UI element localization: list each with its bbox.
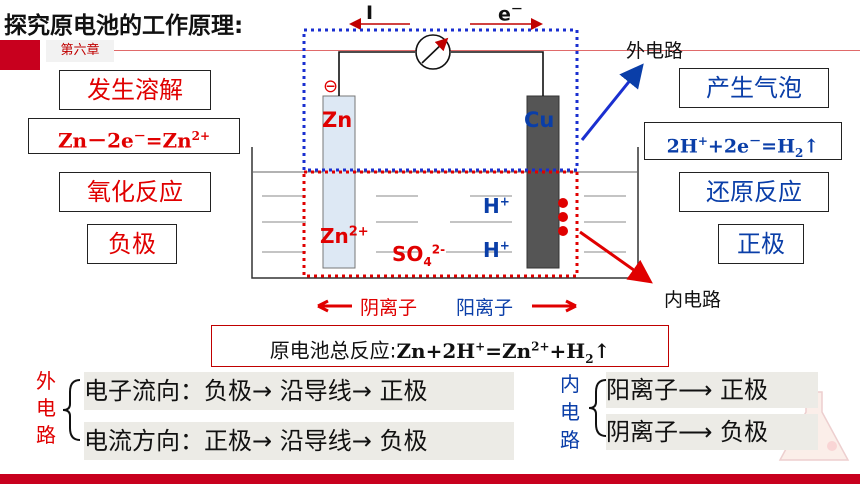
page-title: 探究原电池的工作原理: (4, 13, 244, 39)
oxidation-box: 氧化反应 (59, 172, 211, 212)
copper-electrode (526, 95, 560, 269)
hydrogen-ion-label: H+ (483, 238, 510, 262)
internal-circuit-label: 内电路 (664, 289, 722, 311)
cation-label: 阳离子 (456, 297, 514, 319)
external-brace (62, 379, 81, 441)
zn-ion-label: Zn2+ (320, 224, 369, 248)
long-right-arrow-icon: ⟶ (678, 418, 713, 446)
external-vertical-label: 外 电 路 (36, 369, 56, 447)
bubble (558, 212, 568, 222)
sulfate-ion-label: SO42- (392, 242, 446, 269)
dissolve-box: 发生溶解 (59, 70, 211, 110)
hydrogen-ion-label: H+ (483, 194, 510, 218)
current-label: I (366, 2, 374, 24)
electron-label: e－ (498, 2, 523, 26)
external-circuit-label: 外电路 (626, 40, 684, 62)
anion-label: 阴离子 (360, 297, 418, 319)
zn-label: Zn (322, 108, 353, 132)
cation-flow-row: 阳离子⟶ 正极 (606, 372, 818, 408)
anion-arrow (317, 299, 352, 313)
total-reaction-box: 原电池总反应:Zn+2H+=Zn2++H2↑ (211, 325, 669, 367)
reduction-box: 还原反应 (679, 172, 829, 212)
bubble (558, 198, 568, 208)
zinc-electrode (322, 95, 356, 269)
header-divider (114, 50, 860, 51)
chapter-label: 第六章 (46, 40, 114, 62)
current-flow-row: 电流方向：正极→ 沿导线→ 负极 (84, 422, 514, 460)
right-arrow-icon: → (252, 427, 273, 455)
accent-block (0, 40, 40, 70)
negative-electrode-box: 负极 (87, 224, 177, 264)
galvanometer-needle (421, 37, 449, 64)
right-arrow-icon: → (252, 377, 273, 405)
negative-sign: ⊖ (323, 76, 339, 97)
internal-pointer (579, 230, 653, 284)
hydrogen-half-reaction: 2H++2e－=H2↑ (644, 122, 842, 160)
right-arrow-icon: → (351, 427, 372, 455)
zinc-half-reaction: Zn－2e－=Zn2+ (28, 118, 240, 154)
right-arrow-icon: → (351, 377, 372, 405)
cation-arrow (532, 299, 577, 313)
bubble (558, 226, 568, 236)
positive-electrode-box: 正极 (718, 224, 804, 264)
external-circuit-region (302, 28, 579, 172)
beaker (251, 147, 639, 279)
internal-circuit-region (302, 170, 579, 278)
cu-label: Cu (524, 108, 555, 132)
solution-lines (262, 195, 626, 253)
internal-vertical-label: 内 电 路 (560, 372, 580, 452)
bubbles-box: 产生气泡 (679, 68, 829, 108)
long-right-arrow-icon: ⟶ (678, 376, 713, 404)
electron-flow-row: 电子流向：负极→ 沿导线→ 正极 (84, 372, 514, 410)
bottom-accent-bar (0, 474, 860, 484)
wire-right (451, 51, 544, 96)
internal-brace (588, 379, 607, 437)
anion-flow-row: 阴离子⟶ 负极 (606, 414, 818, 450)
wire-left (338, 51, 415, 96)
external-pointer (580, 63, 644, 141)
